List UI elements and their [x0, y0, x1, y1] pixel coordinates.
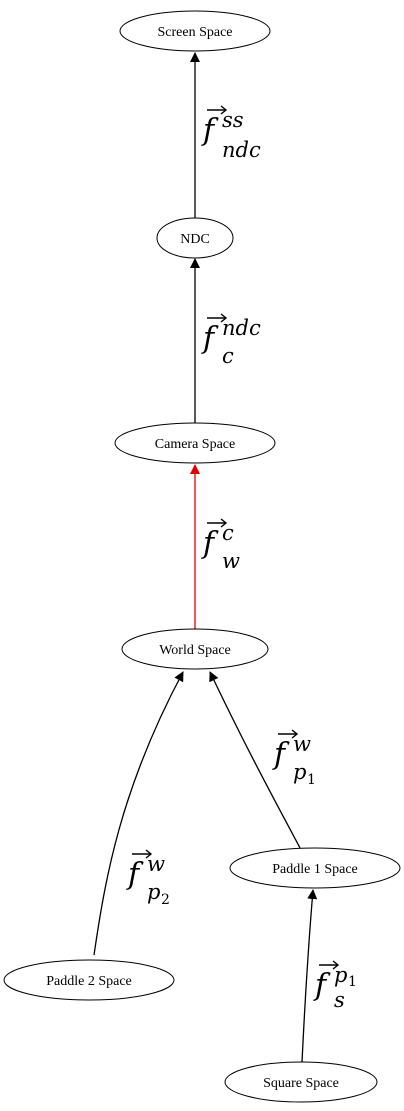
label-world-to-camera: f c w [201, 518, 240, 573]
node-label: NDC [180, 232, 210, 247]
label-paddle1-to-world: f w p 1 [272, 729, 316, 788]
node-square-space: Square Space [224, 1061, 378, 1103]
vector-arrow-head-icon [291, 729, 299, 739]
label-superscript: ss [222, 108, 244, 132]
label-subscript: w [222, 549, 240, 573]
label-base: f [126, 857, 144, 892]
node-screen-space: Screen Space [119, 10, 271, 52]
node-ndc: NDC [156, 217, 234, 259]
vector-arrow-head-icon [145, 849, 153, 859]
label-superscript: ndc [222, 316, 261, 340]
node-paddle1-space: Paddle 1 Space [229, 847, 401, 889]
node-label: Paddle 2 Space [46, 974, 132, 989]
edge-paddle2-to-world [93, 671, 184, 956]
label-paddle2-to-world: f w p 2 [126, 849, 170, 908]
node-label: Square Space [263, 1076, 339, 1091]
label-superscript: w [147, 852, 165, 876]
label-subscript: c [222, 344, 234, 368]
label-base: f [313, 968, 331, 1003]
edges [93, 52, 318, 1063]
label-base: f [272, 737, 290, 772]
node-label: Camera Space [155, 437, 235, 452]
label-base: f [201, 526, 219, 561]
label-base: f [201, 321, 219, 356]
edge-square-to-paddle1 [301, 889, 318, 1063]
label-square-to-paddle1: f p 1 s [313, 960, 357, 1012]
label-subscript: p [293, 760, 306, 784]
label-base: f [201, 113, 219, 148]
label-superscript-index: 1 [348, 974, 357, 990]
label-superscript: p [334, 963, 347, 987]
label-subscript: ndc [222, 138, 261, 162]
edge-paddle1-to-world [209, 671, 301, 849]
vector-arrow-head-icon [220, 518, 228, 528]
label-superscript: w [293, 732, 311, 756]
vector-arrow-head-icon [220, 105, 228, 115]
label-subscript: s [334, 988, 345, 1012]
node-label: Screen Space [157, 25, 232, 40]
label-superscript: c [222, 521, 234, 545]
node-label: World Space [159, 643, 231, 658]
node-label: Paddle 1 Space [272, 862, 358, 877]
label-subscript: p [147, 880, 160, 904]
node-paddle2-space: Paddle 2 Space [3, 959, 175, 1001]
node-world-space: World Space [121, 628, 269, 670]
label-subscript-index: 1 [307, 772, 316, 788]
vector-arrow-head-icon [332, 960, 340, 970]
node-camera-space: Camera Space [114, 422, 276, 464]
label-ndc-to-screen: f ss ndc [201, 105, 261, 162]
label-subscript-index: 2 [161, 892, 170, 908]
vector-arrow-head-icon [220, 313, 228, 323]
label-camera-to-ndc: f ndc c [201, 313, 261, 368]
